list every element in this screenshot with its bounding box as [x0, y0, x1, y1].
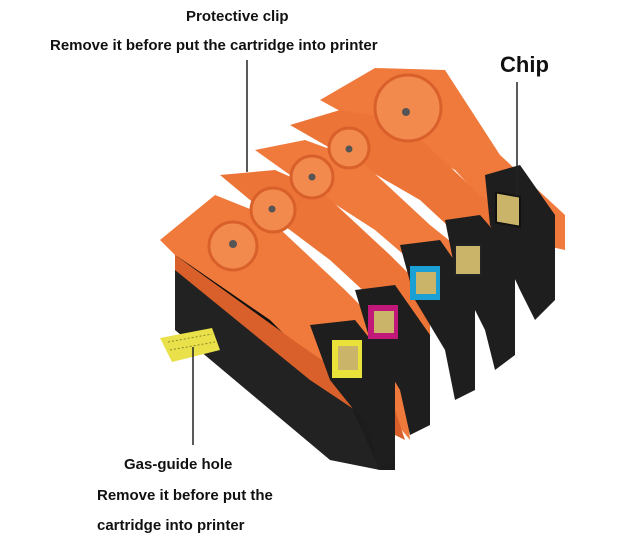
- chip-magenta: [368, 305, 398, 339]
- chips: [332, 191, 521, 378]
- chip-cyan: [410, 266, 440, 300]
- chip-photo-black: [454, 244, 482, 276]
- protective-clip-note: Remove it before put the cartridge into …: [50, 37, 378, 54]
- gas-guide-tape: [160, 328, 220, 362]
- gas-guide-note-line2: cartridge into printer: [97, 517, 245, 534]
- gas-guide-title: Gas-guide hole: [124, 456, 233, 473]
- chip-yellow: [332, 340, 362, 378]
- chip-label: Chip: [500, 52, 549, 77]
- clip-knobs: [207, 73, 443, 272]
- gas-guide-note-line1: Remove it before put the: [97, 487, 273, 504]
- chip-black: [495, 191, 521, 228]
- protective-clip-title: Protective clip: [186, 8, 289, 25]
